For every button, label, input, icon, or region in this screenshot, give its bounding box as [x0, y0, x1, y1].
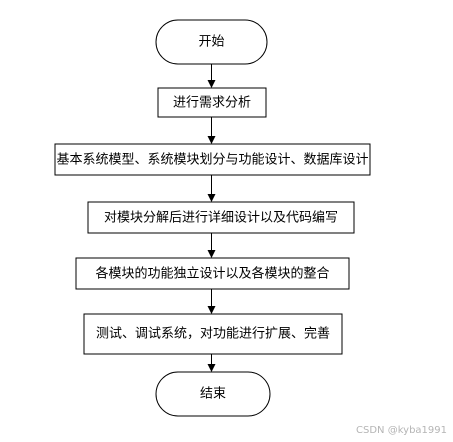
end-node: 结束 — [155, 371, 271, 417]
process-step-module-integration: 各模块的功能独立设计以及各模块的整合 — [75, 257, 350, 290]
watermark: CSDN @kyba1991 — [356, 425, 447, 436]
end-label: 结束 — [200, 387, 226, 402]
process-step-label: 对模块分解后进行详细设计以及代码编写 — [104, 211, 338, 226]
process-step-detailed-design: 对模块分解后进行详细设计以及代码编写 — [87, 201, 355, 234]
start-label: 开始 — [198, 35, 224, 50]
process-step-label: 进行需求分析 — [173, 96, 251, 111]
process-step-label: 各模块的功能独立设计以及各模块的整合 — [95, 266, 329, 282]
start-node: 开始 — [155, 19, 268, 65]
process-step-testing: 测试、调试系统，对功能进行扩展、完善 — [83, 313, 343, 355]
process-step-analysis: 进行需求分析 — [157, 87, 267, 118]
process-step-label: 测试、调试系统，对功能进行扩展、完善 — [96, 326, 330, 342]
process-step-label: 基本系统模型、系统模块划分与功能设计、数据库设计 — [56, 152, 368, 168]
process-step-system-design: 基本系统模型、系统模块划分与功能设计、数据库设计 — [54, 143, 371, 176]
